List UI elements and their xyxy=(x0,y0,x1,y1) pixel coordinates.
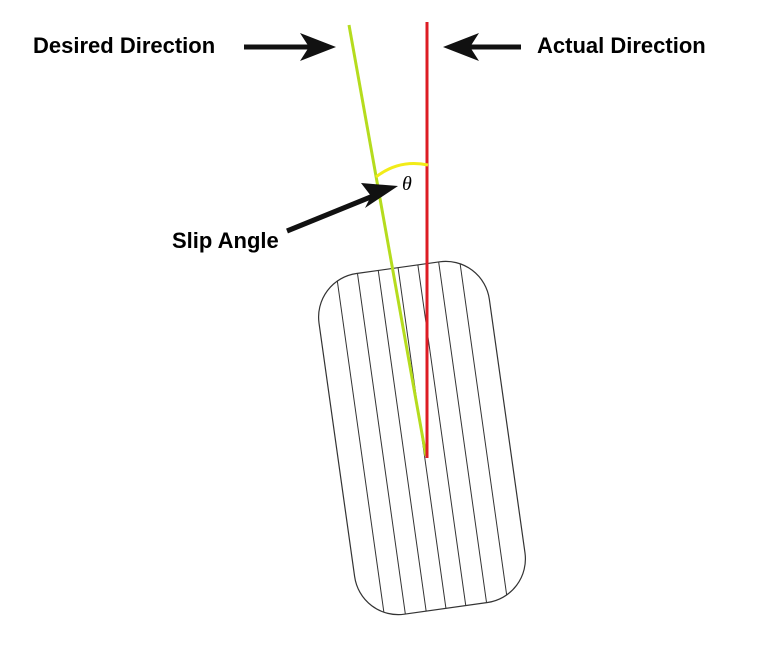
arrow-up-right-icon xyxy=(286,183,398,234)
tire-tread xyxy=(335,255,509,621)
angle-theta-label: θ xyxy=(402,173,412,195)
arrow-left-icon xyxy=(443,33,521,61)
tread-line xyxy=(437,255,489,611)
tread-line xyxy=(355,265,407,621)
slip-angle-arc xyxy=(375,162,429,179)
slip-angle-label: Slip Angle xyxy=(172,228,279,253)
desired-direction-line xyxy=(347,24,428,457)
tread-line xyxy=(457,255,509,608)
desired-direction-label: Desired Direction xyxy=(33,33,215,58)
actual-direction-label: Actual Direction xyxy=(537,33,706,58)
tread-line xyxy=(416,256,468,614)
tread-line xyxy=(335,268,387,621)
tread-line xyxy=(376,262,428,620)
arrow-right-icon xyxy=(244,33,336,61)
